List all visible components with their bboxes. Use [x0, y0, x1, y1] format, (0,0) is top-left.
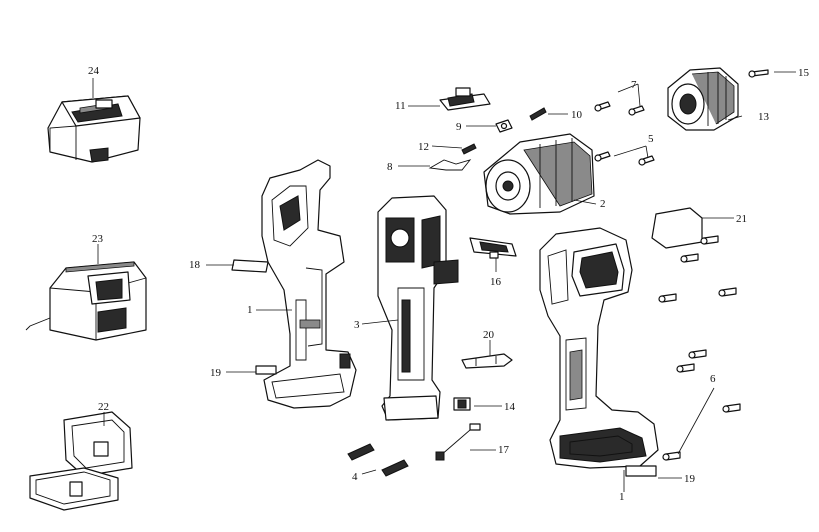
part-springs-4 — [347, 443, 409, 477]
callout-10: 10 — [571, 109, 583, 121]
callout-17: 17 — [498, 444, 510, 456]
part-label-19-right — [625, 465, 657, 477]
callout-12: 12 — [418, 141, 429, 153]
callout-4: 4 — [352, 471, 358, 483]
callout-5: 5 — [648, 133, 654, 145]
part-screw-15 — [748, 69, 769, 78]
part-wire-clip — [428, 159, 472, 171]
part-housing-left — [261, 159, 357, 409]
part-switch-cover — [439, 87, 491, 111]
callout-24: 24 — [88, 65, 100, 77]
callout-15: 15 — [798, 67, 810, 79]
part-direction-switch — [469, 237, 517, 259]
part-wire-connector — [435, 423, 481, 461]
callout-3: 3 — [354, 319, 360, 331]
part-battery-pack — [47, 95, 141, 163]
callout-14: 14 — [504, 401, 516, 413]
callout-7: 7 — [631, 79, 637, 91]
part-screws-5 — [594, 151, 655, 166]
part-spring-12 — [461, 143, 477, 155]
part-label-18 — [231, 259, 269, 273]
callout-9: 9 — [456, 121, 462, 133]
callout-21: 21 — [736, 213, 747, 225]
callout-13: 13 — [758, 111, 770, 123]
part-label-19-left — [255, 365, 277, 375]
part-charger — [25, 261, 147, 341]
part-screws-7 — [594, 101, 645, 116]
part-motor-switch-assembly — [377, 195, 459, 421]
callout-1-right: 1 — [619, 491, 625, 503]
part-housing-right — [539, 227, 659, 469]
callout-11: 11 — [395, 100, 406, 112]
callout-19-left: 19 — [210, 367, 222, 379]
callout-1-left: 1 — [247, 304, 253, 316]
callout-2: 2 — [600, 198, 606, 210]
part-gearbox — [483, 133, 595, 215]
part-led — [453, 397, 471, 411]
part-spring-10 — [529, 107, 547, 121]
callout-22: 22 — [98, 401, 109, 413]
callout-16: 16 — [490, 276, 502, 288]
part-screws-6 — [658, 235, 741, 461]
part-driver-bit — [461, 353, 513, 369]
callout-18: 18 — [189, 259, 201, 271]
callout-20: 20 — [483, 329, 495, 341]
callout-labels: 24 23 22 18 1 19 3 11 9 10 12 8 2 7 5 13… — [88, 65, 810, 503]
callout-6: 6 — [710, 373, 716, 385]
callout-23: 23 — [92, 233, 104, 245]
part-carrying-case — [29, 411, 133, 511]
part-badge-21 — [651, 207, 703, 249]
leader-lines — [92, 71, 796, 492]
callout-19-right: 19 — [684, 473, 696, 485]
part-chuck — [667, 67, 739, 131]
part-small-clip — [495, 119, 513, 133]
callout-8: 8 — [387, 161, 393, 173]
